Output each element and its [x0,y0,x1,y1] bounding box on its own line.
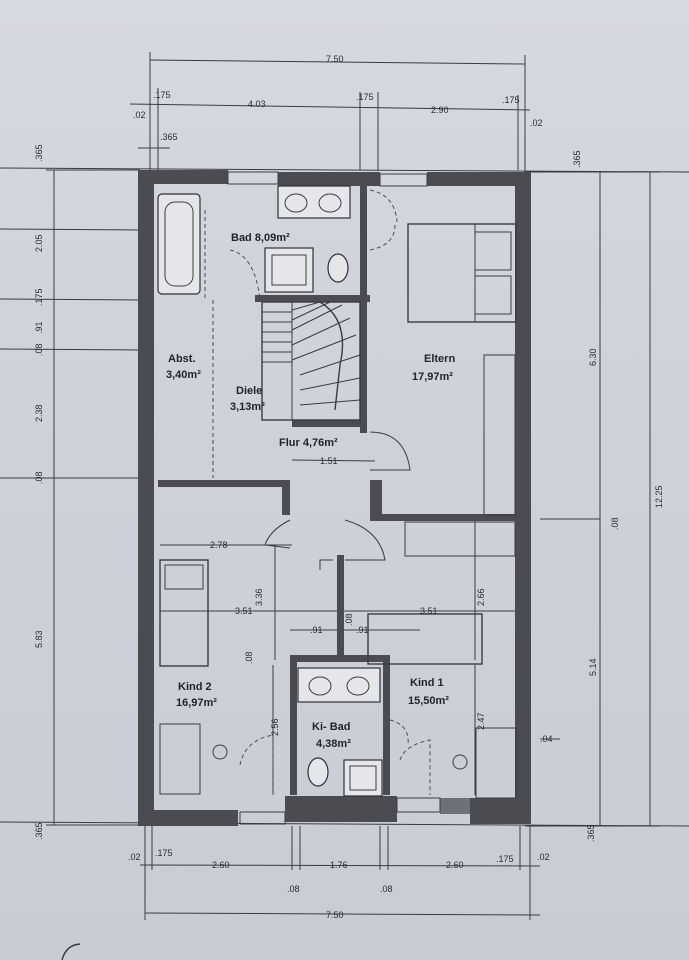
room-diele-name: Diele [236,385,262,397]
corner-mark [61,943,81,960]
dim-in-08-b: .08 [244,651,254,664]
dim-in-278: 2.78 [210,540,228,550]
dim-in-266: 2.66 [476,588,486,606]
dim-top-175-left: .175 [153,90,171,100]
dim-in-351-left: 3.51 [235,606,253,616]
room-kind2-area: 16,97m² [176,697,217,709]
dim-bot-02-right: .02 [537,852,550,862]
dim-right-630: 6.30 [588,348,598,366]
dim-left-91: .91 [34,321,44,334]
dim-left-205: 2.05 [34,234,44,252]
dim-left-583: 5.83 [34,630,44,648]
svg-text:Flur 4,76m²: Flur 4,76m² [279,437,338,449]
room-eltern-name: Eltern [424,353,455,365]
kibad-toilet-icon [307,757,329,787]
dim-bot-260-left: 2.60 [212,860,230,870]
bath-fixtures [157,185,351,301]
dim-left-08-b: .08 [34,471,44,484]
kibad-sink-icon [297,667,381,703]
reference-lines [0,167,689,827]
room-eltern-area: 17,97m² [412,371,453,383]
dim-in-151: 1.51 [320,456,338,466]
dimension-labels: 7.50 .175 4.03 .175 2.90 .175 .02 .365 .… [34,54,664,920]
room-abst-name: Abst. [168,353,196,365]
walls [138,170,531,826]
doors [239,189,431,795]
room-flur-area: 4,76m² [303,437,338,449]
dim-left-365-bottom: .365 [34,822,44,840]
room-abst-area: 3,40m² [166,369,201,381]
dim-bot-176: 1.76 [330,860,348,870]
room-diele-area: 3,13m² [230,401,265,413]
room-flur-name: Flur [279,437,300,449]
dim-top-175-right: .175 [502,95,520,105]
room-kind2-name: Kind 2 [178,681,212,693]
dim-top-175-mid: .175 [356,92,374,102]
dim-top-02-left: .02 [133,110,146,120]
dim-in-256: 2.56 [270,718,280,736]
dim-bot-175-left: .175 [155,848,173,858]
dim-left-365-top: .365 [34,144,44,162]
dim-bot-260-right: 2.60 [446,860,464,870]
dim-top-02-right: .02 [530,118,543,128]
dim-right-365-top: .365 [572,150,582,168]
dim-top-290: 2.90 [431,105,449,115]
room-bad-name: Bad [231,232,252,244]
room-bad-area: 8,09m² [255,232,290,244]
dimension-lines [46,52,660,920]
dim-in-91-a: .91 [310,625,323,635]
double-sink-icon [277,185,351,219]
svg-text:Bad 8,09m²: Bad 8,09m² [231,232,290,244]
furniture [159,223,517,799]
dim-right-514: 5.14 [588,658,598,676]
dim-in-351-right: 3.51 [420,606,438,616]
dim-in-04: .04 [540,734,553,744]
dim-bot-175-right: .175 [496,854,514,864]
dim-in-247: 2.47 [476,712,486,730]
bathtub-icon [157,193,201,295]
dim-bot-total: 7.50 [326,910,344,920]
dim-left-175: .175 [34,288,44,306]
dim-bot-02-left: .02 [128,852,141,862]
staircase [261,301,361,421]
dim-left-238: 2.38 [34,404,44,422]
dim-bot-08-right: .08 [380,884,393,894]
dim-in-91-b: .91 [356,625,369,635]
dim-right-08: .08 [610,517,620,530]
toilet-icon [327,253,349,283]
room-kind1-area: 15,50m² [408,695,449,707]
dim-top-365-small: .365 [160,132,178,142]
dim-top-403: 4.03 [248,99,266,109]
dim-top-total: 7.50 [326,54,344,64]
windows [227,171,441,825]
room-labels: Bad 8,09m² Abst. 3,40m² Diele 3,13m² Elt… [166,232,455,750]
dim-left-08-a: .08 [34,343,44,356]
dim-right-1225: 12.25 [654,485,664,508]
room-kibad-area: 4,38m² [316,738,351,750]
dim-in-08-a: .08 [344,613,354,626]
double-bed-icon [407,223,517,323]
room-kind1-name: Kind 1 [410,677,444,689]
dim-in-336: 3.36 [254,588,264,606]
dim-right-365-bottom: .365 [586,824,596,842]
kind2-bed-icon [159,559,209,667]
dim-bot-08-left: .08 [287,884,300,894]
kind1-bed-icon [367,613,483,665]
room-kibad-name: Ki- Bad [312,721,351,733]
